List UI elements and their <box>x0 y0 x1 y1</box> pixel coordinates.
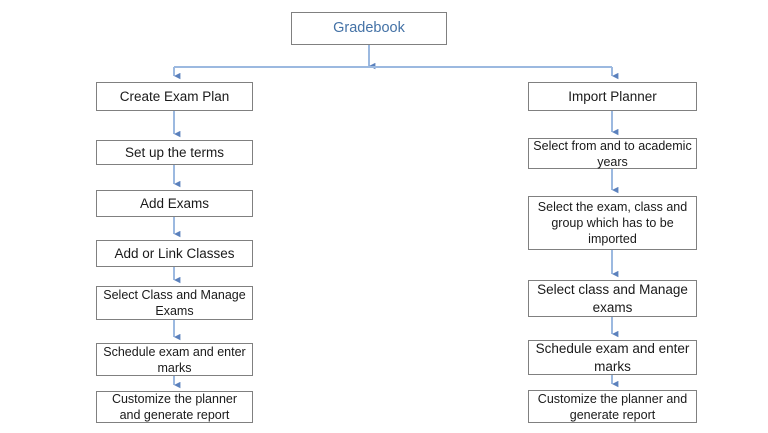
node-label: Import Planner <box>568 88 657 104</box>
node-label: Customize the planner and generate repor… <box>111 392 238 422</box>
node-label: Gradebook <box>333 20 405 37</box>
node-label: Add Exams <box>139 195 210 211</box>
edge-split-bar <box>173 66 619 80</box>
node-label: Add or Link Classes <box>114 245 235 261</box>
node-label: Select Class and Manage Exams <box>103 288 246 318</box>
node-label: Select the exam, class and group which h… <box>537 200 688 246</box>
node-set-up-the-terms[interactable]: Set up the terms <box>96 140 253 165</box>
node-schedule-exam-and-enter-marks[interactable]: Schedule exam and enter marks <box>96 343 253 376</box>
node-select-the-exam-class-and-group[interactable]: Select the exam, class and group which h… <box>528 196 697 250</box>
node-add-exams[interactable]: Add Exams <box>96 190 253 217</box>
node-customize-the-planner-and-generate-report-right[interactable]: Customize the planner and generate repor… <box>528 390 697 423</box>
node-schedule-exam-and-enter-marks-right[interactable]: Schedule exam and enter marks <box>528 340 697 375</box>
node-select-class-and-manage-exams-right[interactable]: Select class and Manage exams <box>528 280 697 317</box>
node-label: Schedule exam and enter marks <box>103 344 246 375</box>
node-customize-the-planner-and-generate-report[interactable]: Customize the planner and generate repor… <box>96 391 253 423</box>
node-select-from-and-to-academic-years[interactable]: Select from and to academic years <box>528 138 697 169</box>
node-gradebook[interactable]: Gradebook <box>291 12 447 45</box>
node-add-or-link-classes[interactable]: Add or Link Classes <box>96 240 253 267</box>
node-label: Select from and to academic years <box>533 138 692 169</box>
node-label: Select class and Manage exams <box>537 282 688 315</box>
node-import-planner[interactable]: Import Planner <box>528 82 697 111</box>
node-label: Set up the terms <box>124 144 225 160</box>
node-label: Create Exam Plan <box>119 88 230 104</box>
node-select-class-and-manage-exams[interactable]: Select Class and Manage Exams <box>96 286 253 320</box>
node-create-exam-plan[interactable]: Create Exam Plan <box>96 82 253 111</box>
node-label: Schedule exam and enter marks <box>535 341 690 374</box>
node-label: Customize the planner and generate repor… <box>537 391 688 422</box>
